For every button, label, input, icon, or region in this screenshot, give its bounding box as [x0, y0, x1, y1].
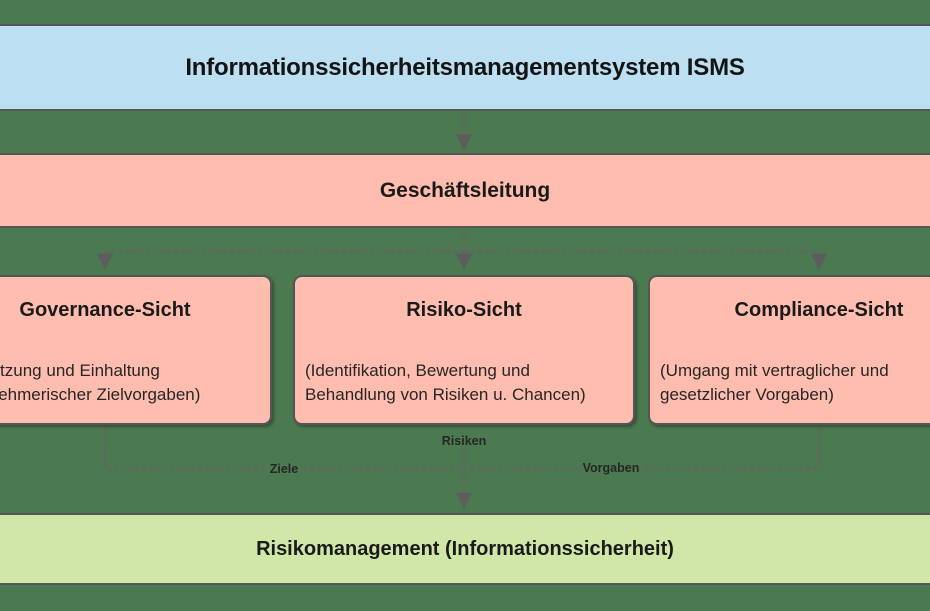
management-banner-label: Geschäftsleitung: [379, 178, 551, 202]
arrow-management-to-governance: [96, 229, 466, 270]
compliance-view-body: (Umgang mit vertraglicher und gesetzlich…: [660, 361, 889, 404]
risiko-view-box: Risiko-Sicht (Identifikation, Bewertung …: [293, 275, 635, 425]
compliance-view-title: Compliance-Sicht: [734, 299, 904, 321]
governance-view-title: Governance-Sicht: [19, 299, 191, 321]
risikomanagement-banner: Risikomanagement (Informationssicherheit…: [0, 513, 930, 585]
isms-banner: Informationssicherheitsmanagementsystem …: [0, 24, 930, 111]
risiko-view-title: Risiko-Sicht: [406, 299, 522, 321]
management-banner: Geschäftsleitung: [0, 153, 930, 228]
compliance-view-box: Compliance-Sicht (Umgang mit vertraglich…: [648, 275, 930, 425]
isms-banner-label: Informationssicherheitsmanagementsystem …: [185, 53, 745, 81]
edge-label-risiken: Risiken: [437, 434, 491, 448]
arrow-management-to-compliance: [464, 249, 828, 270]
risikomanagement-banner-label: Risikomanagement (Informationssicherheit…: [256, 537, 674, 560]
risiko-view-body: (Identifikation, Bewertung und Behandlun…: [305, 361, 586, 404]
edge-label-ziele: Ziele: [265, 462, 303, 476]
governance-view-body: (Umsetzung und Einhaltung unternehmerisc…: [0, 361, 201, 404]
edge-label-vorgaben: Vorgaben: [578, 461, 644, 475]
governance-view-box: Governance-Sicht (Umsetzung und Einhaltu…: [0, 275, 272, 425]
